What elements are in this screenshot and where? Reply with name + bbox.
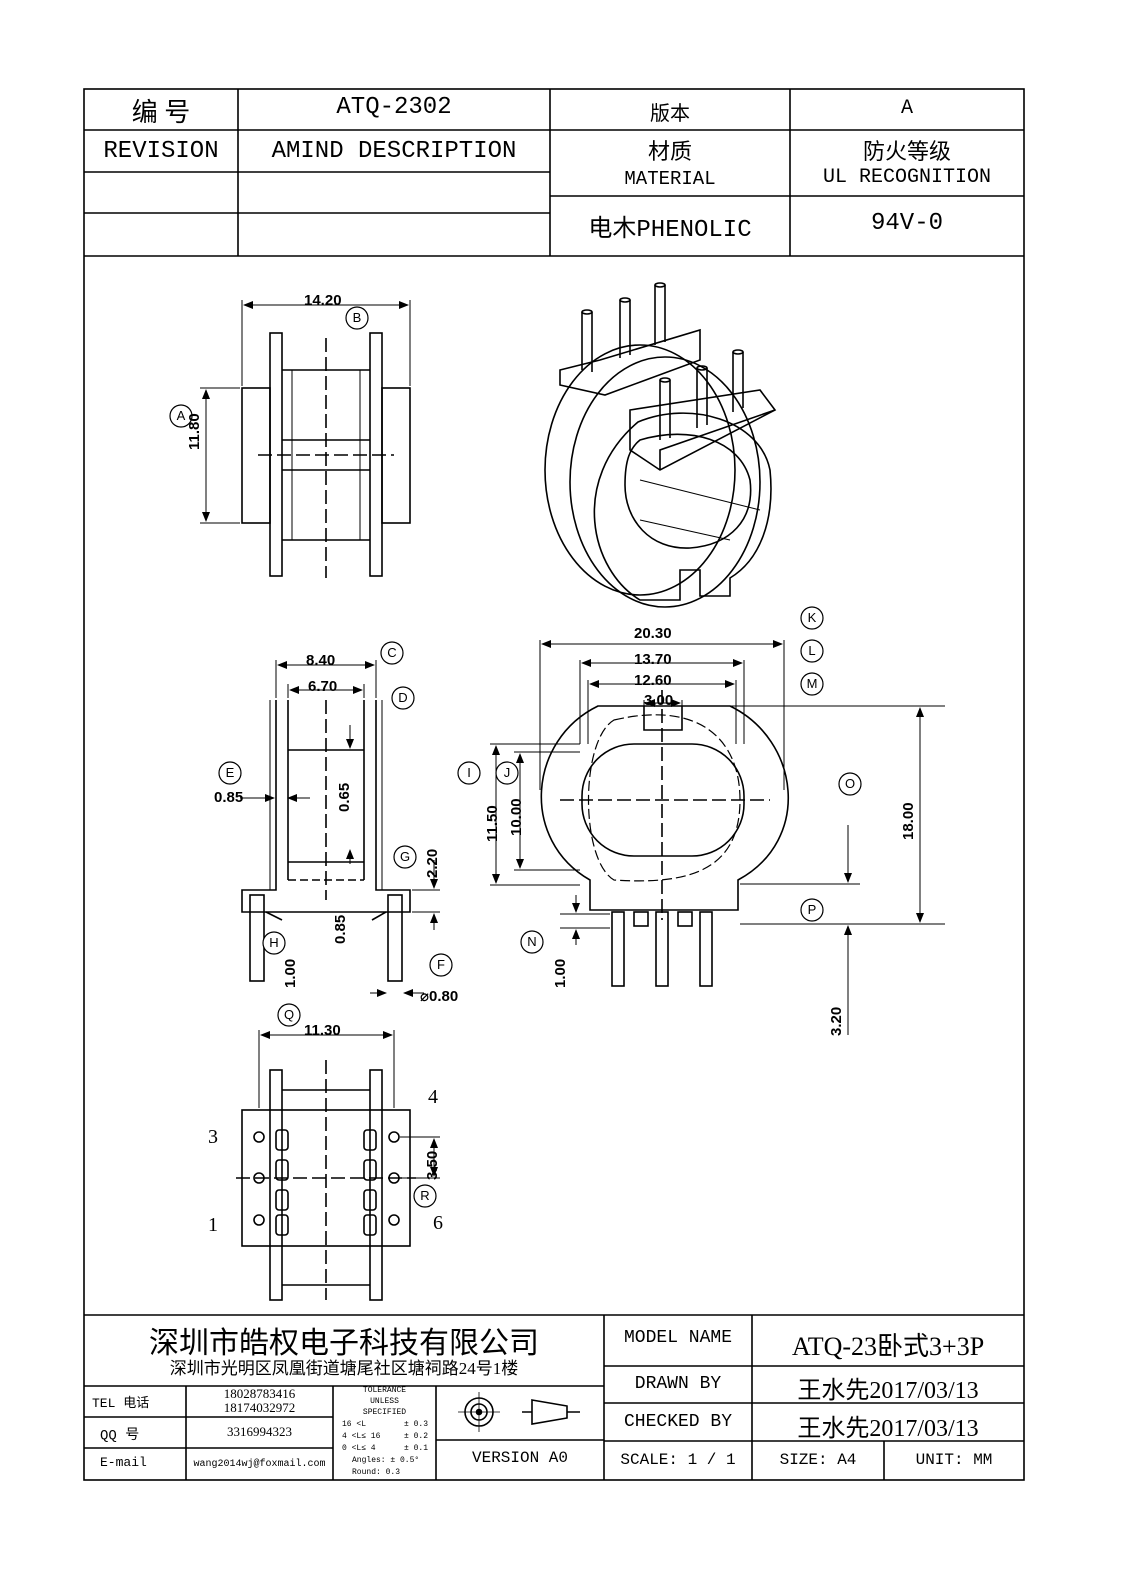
header-table-lines: [84, 89, 1024, 257]
email-label: E-mail: [100, 1455, 147, 1470]
sheet-border: [83, 88, 1025, 1481]
balloon-H: H: [269, 935, 279, 950]
tolerance-round: Round: 0.3: [352, 1468, 401, 1477]
model-name-value: ATQ-23卧式3+3P: [791, 1332, 985, 1361]
qq-value: 3316994323: [227, 1424, 292, 1439]
balloon-E: E: [225, 765, 235, 780]
balloon-Q: Q: [283, 1007, 295, 1022]
email-value: wang2014wj@foxmail.com: [193, 1459, 326, 1470]
checked-by-label: CHECKED BY: [623, 1412, 733, 1432]
checked-by-value: 王水先2017/03/13: [797, 1416, 979, 1442]
drawn-by-value: 王水先2017/03/13: [797, 1378, 979, 1404]
company-name: 深圳市皓权电子科技有限公司: [149, 1327, 539, 1360]
balloon-P: P: [807, 902, 817, 917]
balloon-I: I: [467, 765, 471, 780]
fire-rating-label-cn: 防火等级: [862, 139, 951, 164]
dim-20-30: 20.30: [634, 625, 672, 642]
balloon-N: N: [527, 934, 537, 949]
company-address: 深圳市光明区凤凰街道塘尾社区塘祠路24号1楼: [169, 1359, 519, 1378]
pin-number-1: 1: [208, 1214, 218, 1236]
dim-2-20: 2.20: [424, 848, 441, 878]
balloon-D: D: [398, 690, 408, 705]
dim-3-00: 3.00: [644, 692, 674, 709]
tel-value-2: 18174032972: [223, 1400, 296, 1415]
tel-label: TEL 电话: [92, 1396, 150, 1411]
version-code: VERSION A0: [471, 1449, 568, 1467]
balloon-R: R: [420, 1188, 430, 1203]
revision-label: REVISION: [103, 138, 219, 165]
tolerance-title-2: UNLESS: [370, 1397, 399, 1406]
part-number-label: 编 号: [131, 98, 191, 127]
dim-11-50: 11.50: [484, 805, 501, 842]
dim-0-85-left: 0.85: [214, 789, 244, 806]
dim-8-40: 8.40: [306, 652, 336, 669]
scale-value: SCALE: 1 / 1: [620, 1451, 736, 1469]
dim-3-20: 3.20: [828, 1006, 845, 1036]
version-value: A: [900, 97, 913, 120]
material-value: 电木PHENOLIC: [588, 217, 752, 244]
pin-number-4: 4: [428, 1086, 438, 1108]
model-name-label: MODEL NAME: [623, 1328, 733, 1348]
tolerance-title-3: SPECIFIED: [362, 1408, 407, 1417]
dim-12-60: 12.60: [634, 672, 672, 689]
fire-rating-value: 94V-0: [870, 210, 943, 237]
dim-18-00: 18.00: [900, 802, 917, 840]
pin-number-6: 6: [433, 1212, 443, 1234]
amind-description-label: AMIND DESCRIPTION: [271, 138, 517, 165]
balloon-F: F: [437, 957, 445, 972]
dim-1-00-end: 1.00: [552, 958, 569, 988]
view-side-top: [200, 300, 411, 578]
balloon-B: B: [352, 310, 362, 325]
fire-rating-label-en: UL RECOGNITION: [822, 166, 992, 189]
dim-13-70: 13.70: [634, 651, 672, 668]
tolerance-row2-value: ± 0.2: [404, 1432, 429, 1441]
balloon-L: L: [808, 643, 816, 658]
balloon-A: A: [176, 408, 186, 423]
title-block-lines: [84, 1314, 1024, 1480]
material-label-cn: 材质: [647, 139, 692, 164]
tolerance-angles: Angles: ± 0.5°: [352, 1456, 420, 1465]
tolerance-row3-range: 0 <L≤ 4: [342, 1444, 376, 1453]
dim-0-65: 0.65: [336, 782, 353, 812]
tolerance-row1-value: ± 0.3: [404, 1420, 429, 1429]
dim-14-20: 14.20: [304, 292, 342, 309]
tolerance-row2-range: 4 <L≤ 16: [342, 1432, 381, 1441]
balloon-G: G: [399, 849, 411, 864]
dim-3-50: 3.50: [424, 1150, 441, 1180]
tolerance-row3-value: ± 0.1: [404, 1444, 429, 1453]
part-number-value: ATQ-2302: [336, 94, 452, 121]
balloon-J: J: [503, 765, 511, 780]
view-end: [490, 640, 945, 1035]
tolerance-title-1: TOLERANCE: [362, 1386, 407, 1395]
drawn-by-label: DRAWN BY: [634, 1374, 722, 1394]
tel-value-1: 18028783416: [223, 1386, 296, 1401]
view-side-front: [240, 660, 440, 997]
view-bottom: [236, 1030, 440, 1301]
dim-1-00-pin: 1.00: [282, 958, 299, 988]
unit-value: UNIT: MM: [915, 1451, 993, 1469]
dim-pin-diameter: ⌀0.80: [420, 988, 459, 1005]
dim-11-30: 11.30: [304, 1022, 341, 1039]
tolerance-row1-range: 16 <L: [342, 1420, 367, 1429]
balloon-C: C: [387, 645, 397, 660]
balloon-K: K: [807, 610, 817, 625]
dim-0-85-bottom: 0.85: [332, 914, 349, 944]
dim-6-70: 6.70: [308, 678, 338, 695]
qq-label: QQ 号: [100, 1428, 140, 1444]
dim-10-00: 10.00: [508, 798, 525, 836]
pin-number-3: 3: [208, 1126, 218, 1148]
balloon-circles: [169, 306, 862, 1208]
material-label-en: MATERIAL: [624, 168, 716, 190]
balloon-M: M: [806, 676, 818, 691]
version-label: 版本: [650, 103, 690, 125]
view-isometric: [544, 282, 777, 608]
balloon-O: O: [844, 776, 856, 791]
paper-size-value: SIZE: A4: [779, 1451, 857, 1469]
